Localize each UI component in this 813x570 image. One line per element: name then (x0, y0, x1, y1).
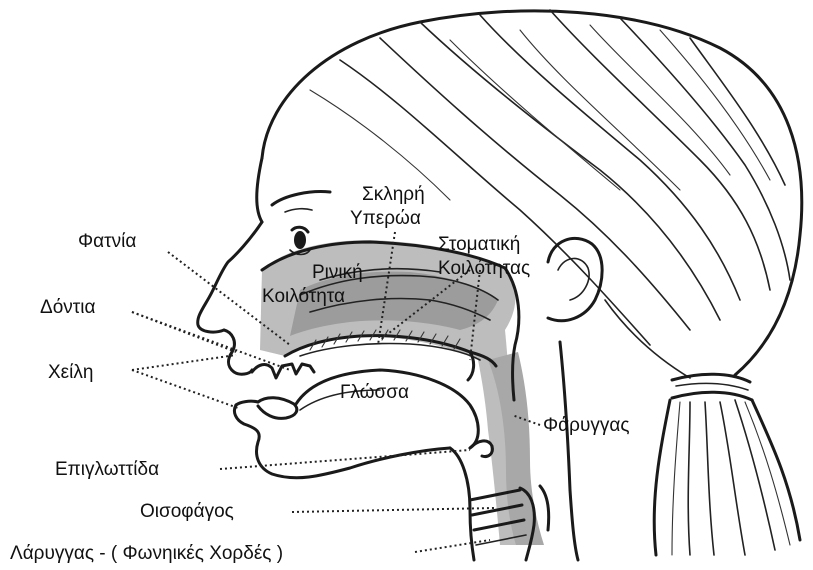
leader-xeili-2 (132, 370, 238, 408)
label-sklhrh: Σκληρή (362, 184, 425, 205)
leader-laryngas (415, 540, 490, 552)
label-dontia: Δόντια (40, 297, 95, 318)
label-stomatikh: Στοματική (438, 234, 520, 255)
label-koilothta-stom: Κοιλότητας (438, 258, 530, 279)
label-yperwa: Υπερώα (350, 208, 421, 229)
ear (548, 238, 602, 320)
labels: Φατνία Δόντια Χείλη Επιγλωττίδα Οισοφάγο… (10, 184, 629, 564)
label-koilothta-rin: Κοιλότητα (262, 286, 345, 307)
label-glwssa: Γλώσσα (340, 382, 409, 403)
label-oisofagos: Οισοφάγος (140, 501, 234, 522)
leader-xeili-1 (132, 355, 236, 370)
label-epiglottida: Επιγλωττίδα (55, 459, 159, 480)
label-fatnia: Φατνία (78, 231, 136, 252)
label-rinikh: Ρινική (312, 262, 363, 283)
label-laryngas: Λάρυγγας - ( Φωνηικές Χορδές ) (10, 543, 283, 564)
leader-oisofagos (292, 508, 495, 512)
ponytail (654, 374, 800, 555)
label-xeili: Χείλη (48, 362, 93, 383)
label-faryggas: Φάρυγγας (543, 415, 629, 436)
